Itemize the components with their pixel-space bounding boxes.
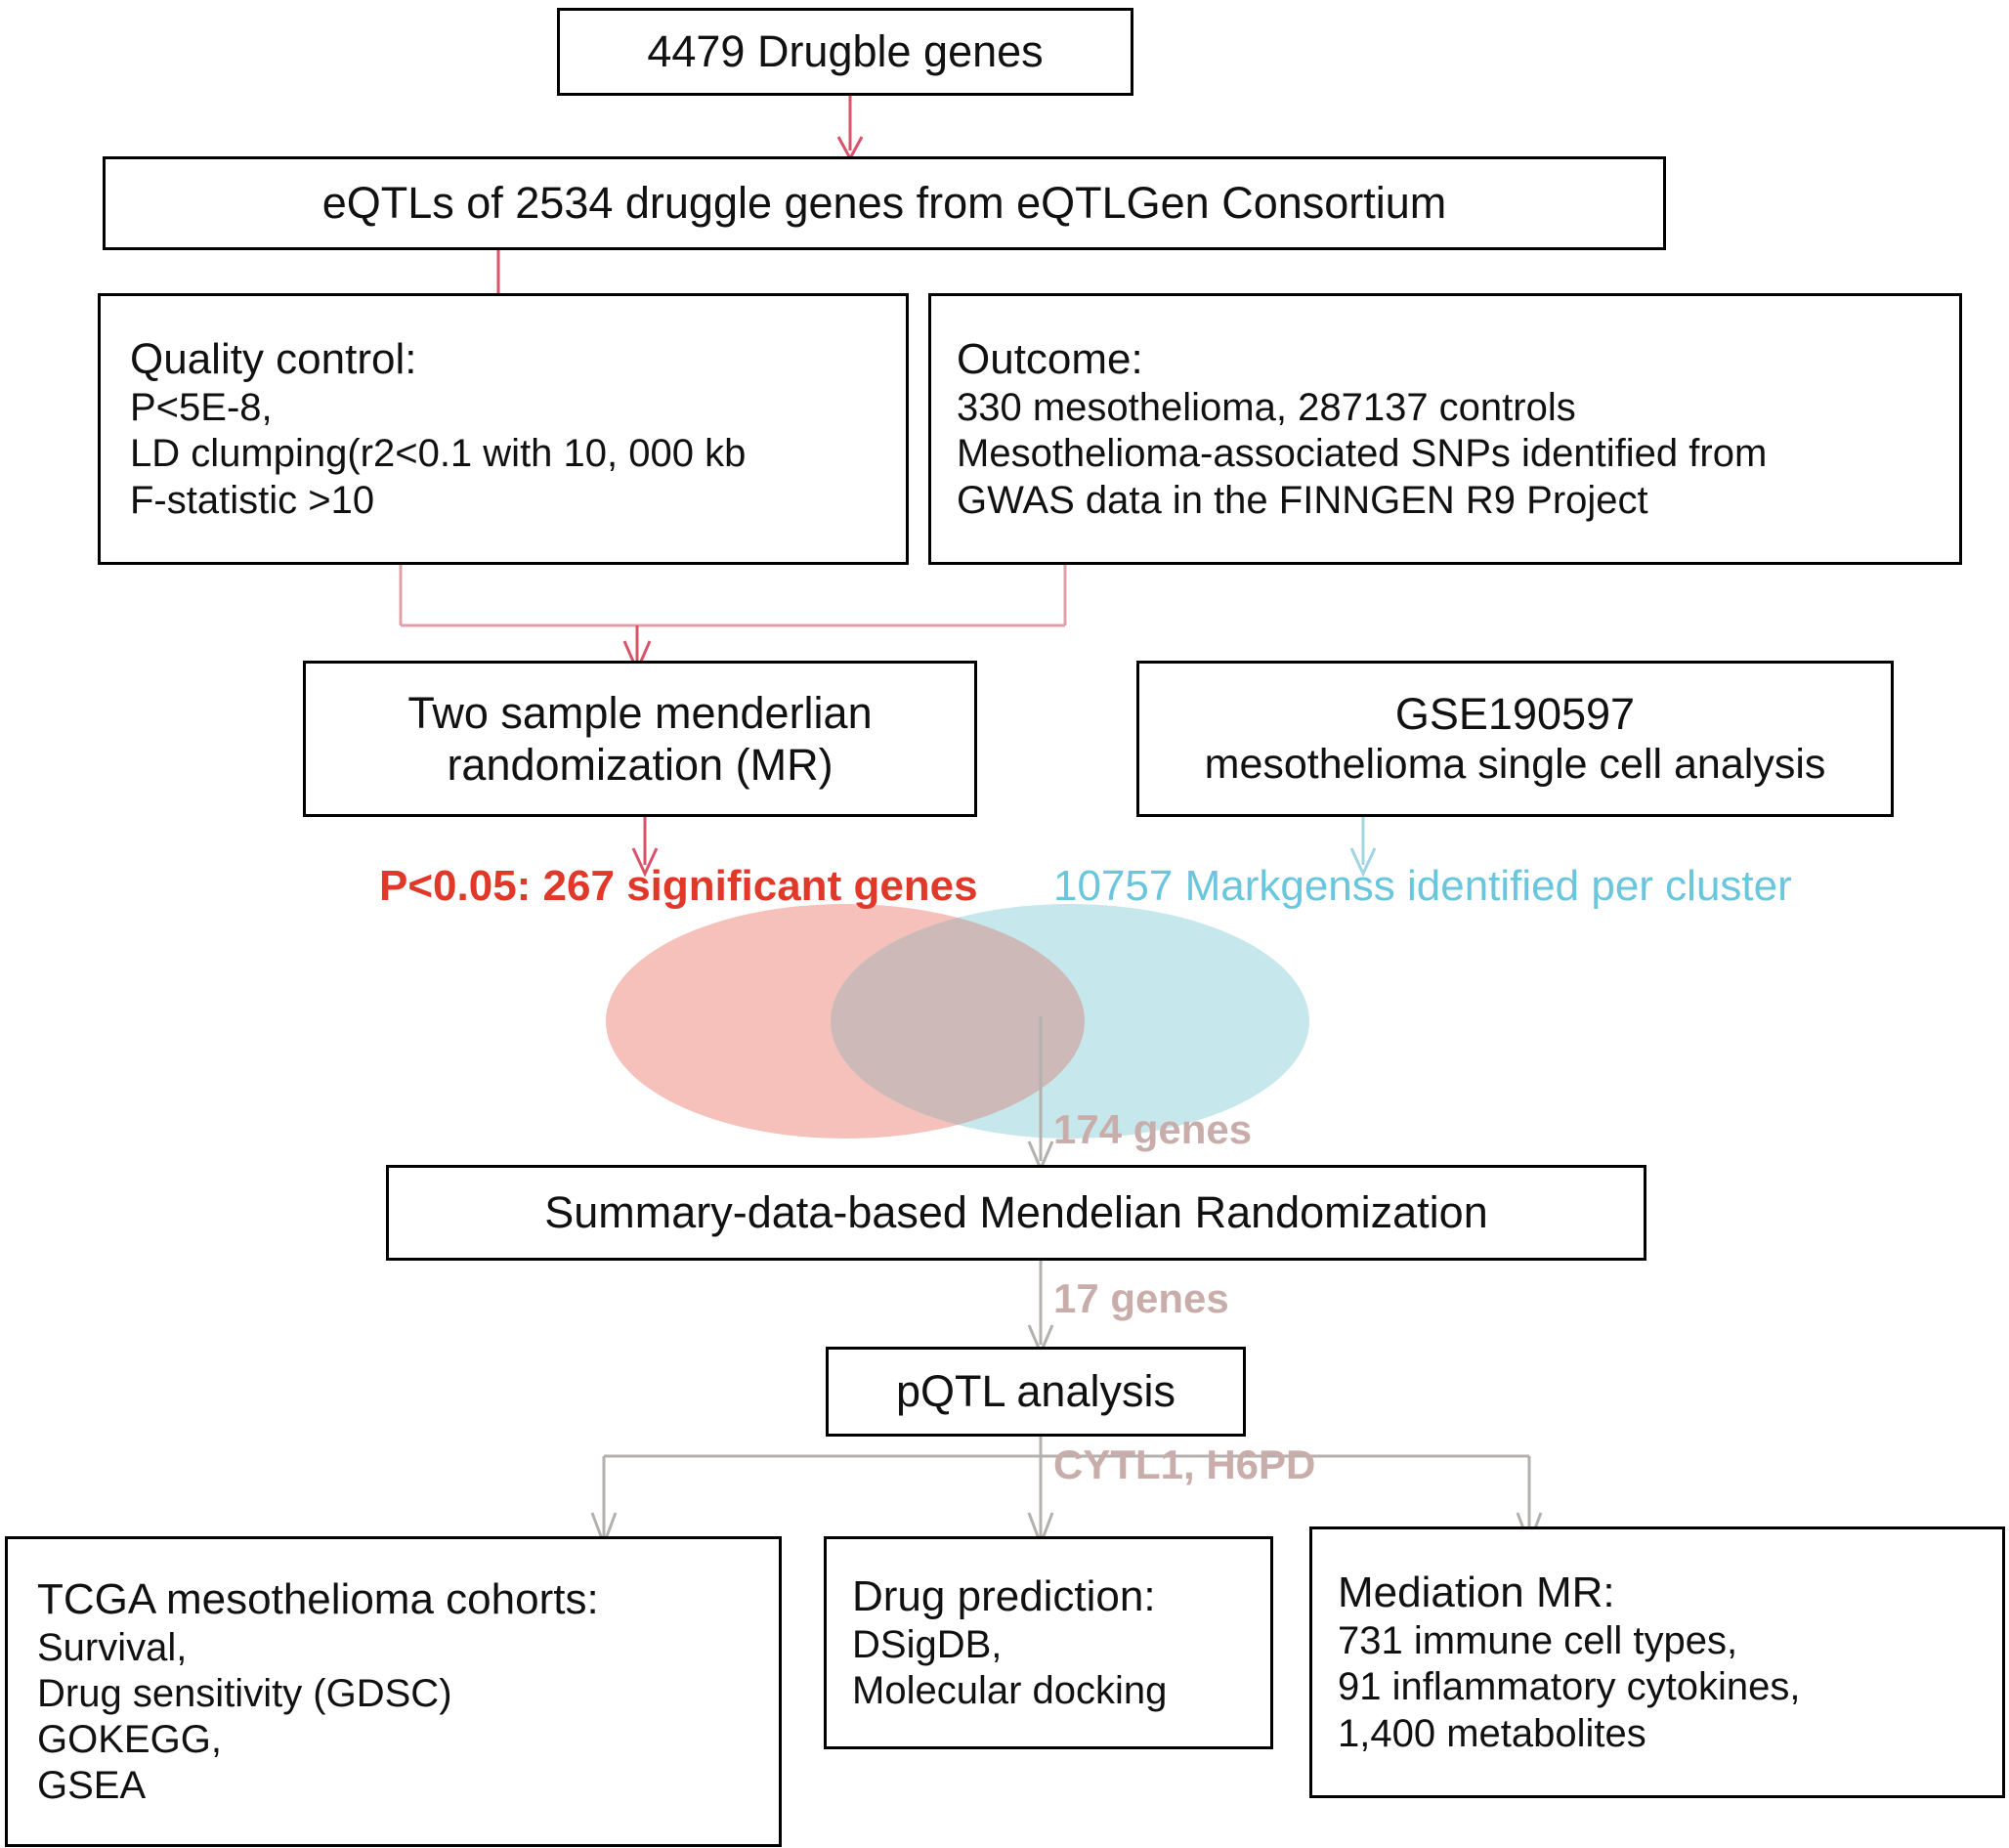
node-mediation-mr-line-3: 91 inflammatory cytokines, — [1338, 1665, 1801, 1709]
node-quality-control-line-3: LD clumping(r2<0.1 with 10, 000 kb — [130, 432, 747, 476]
node-outcome-line-3: Mesothelioma-associated SNPs identified … — [957, 432, 1768, 476]
node-tcga-cohorts-line-3: Drug sensitivity (GDSC) — [37, 1671, 452, 1715]
venn-overlap-region — [831, 904, 1085, 1139]
connector-gse-to-venn — [1344, 811, 1383, 880]
node-quality-control-line-4: F-statistic >10 — [130, 478, 375, 522]
node-drug-prediction-line-2: DSigDB, — [852, 1622, 1003, 1666]
venn-diagram — [606, 904, 1309, 1139]
connector-mr-to-venn — [625, 811, 664, 880]
node-drugble-genes[interactable]: 4479 Drugble genes — [557, 8, 1133, 96]
node-gse-dataset[interactable]: GSE190597 mesothelioma single cell analy… — [1136, 661, 1894, 817]
annotation-pqtl-output-genes: CYTL1, H6PD — [1053, 1441, 1316, 1487]
node-quality-control-line-1: Quality control: — [130, 335, 417, 384]
node-quality-control-line-2: P<5E-8, — [130, 386, 273, 430]
node-smr-line-1: Summary-data-based Mendelian Randomizati… — [544, 1187, 1488, 1238]
node-pqtl-analysis[interactable]: pQTL analysis — [826, 1347, 1246, 1437]
node-drug-prediction-line-3: Molecular docking — [852, 1668, 1168, 1712]
node-outcome[interactable]: Outcome: 330 mesothelioma, 287137 contro… — [928, 293, 1962, 565]
annotation-venn-intersection-genes: 174 genes — [1053, 1106, 1253, 1152]
node-tcga-cohorts-line-4: GOKEGG, — [37, 1717, 222, 1761]
node-mediation-mr[interactable]: Mediation MR: 731 immune cell types, 91 … — [1309, 1526, 2005, 1798]
node-pqtl-analysis-line-1: pQTL analysis — [896, 1366, 1175, 1417]
node-drug-prediction-line-1: Drug prediction: — [852, 1571, 1156, 1620]
node-tcga-cohorts-line-5: GSEA — [37, 1764, 147, 1808]
node-mediation-mr-line-4: 1,400 metabolites — [1338, 1711, 1646, 1755]
connector-drugble-to-eqtls — [831, 94, 870, 162]
node-tcga-cohorts-line-2: Survival, — [37, 1625, 188, 1669]
node-mediation-mr-line-1: Mediation MR: — [1338, 1569, 1615, 1617]
node-tcga-cohorts-line-1: TCGA mesothelioma cohorts: — [37, 1574, 599, 1623]
node-drug-prediction[interactable]: Drug prediction: DSigDB, Molecular docki… — [824, 1536, 1273, 1749]
node-drugble-genes-line-1: 4479 Drugble genes — [647, 26, 1044, 77]
node-eqtls-source-line-1: eQTLs of 2534 druggle genes from eQTLGen… — [321, 178, 1447, 229]
node-gse-dataset-line-1: GSE190597 — [1394, 689, 1636, 740]
node-outcome-line-2: 330 mesothelioma, 287137 controls — [957, 386, 1576, 430]
node-gse-dataset-line-2: mesothelioma single cell analysis — [1204, 741, 1826, 789]
node-quality-control[interactable]: Quality control: P<5E-8, LD clumping(r2<… — [98, 293, 909, 565]
node-two-sample-mr-line-2: randomization (MR) — [447, 740, 834, 790]
node-mediation-mr-line-2: 731 immune cell types, — [1338, 1619, 1738, 1663]
node-outcome-line-1: Outcome: — [957, 335, 1143, 384]
node-two-sample-mr-line-1: Two sample menderlian — [407, 687, 873, 738]
annotation-smr-output-genes: 17 genes — [1053, 1275, 1229, 1321]
node-tcga-cohorts[interactable]: TCGA mesothelioma cohorts: Survival, Dru… — [5, 1536, 782, 1847]
node-two-sample-mr[interactable]: Two sample menderlian randomization (MR) — [303, 661, 977, 817]
node-smr[interactable]: Summary-data-based Mendelian Randomizati… — [386, 1165, 1646, 1261]
annotation-markers-per-cluster: 10757 Markgenss identified per cluster — [1053, 862, 1792, 910]
annotation-mr-significant-genes: P<0.05: 267 significant genes — [379, 862, 978, 910]
node-outcome-line-4: GWAS data in the FINNGEN R9 Project — [957, 478, 1648, 522]
node-eqtls-source[interactable]: eQTLs of 2534 druggle genes from eQTLGen… — [103, 156, 1666, 250]
connector-qc-outcome-merge-to-mr — [371, 565, 1153, 674]
